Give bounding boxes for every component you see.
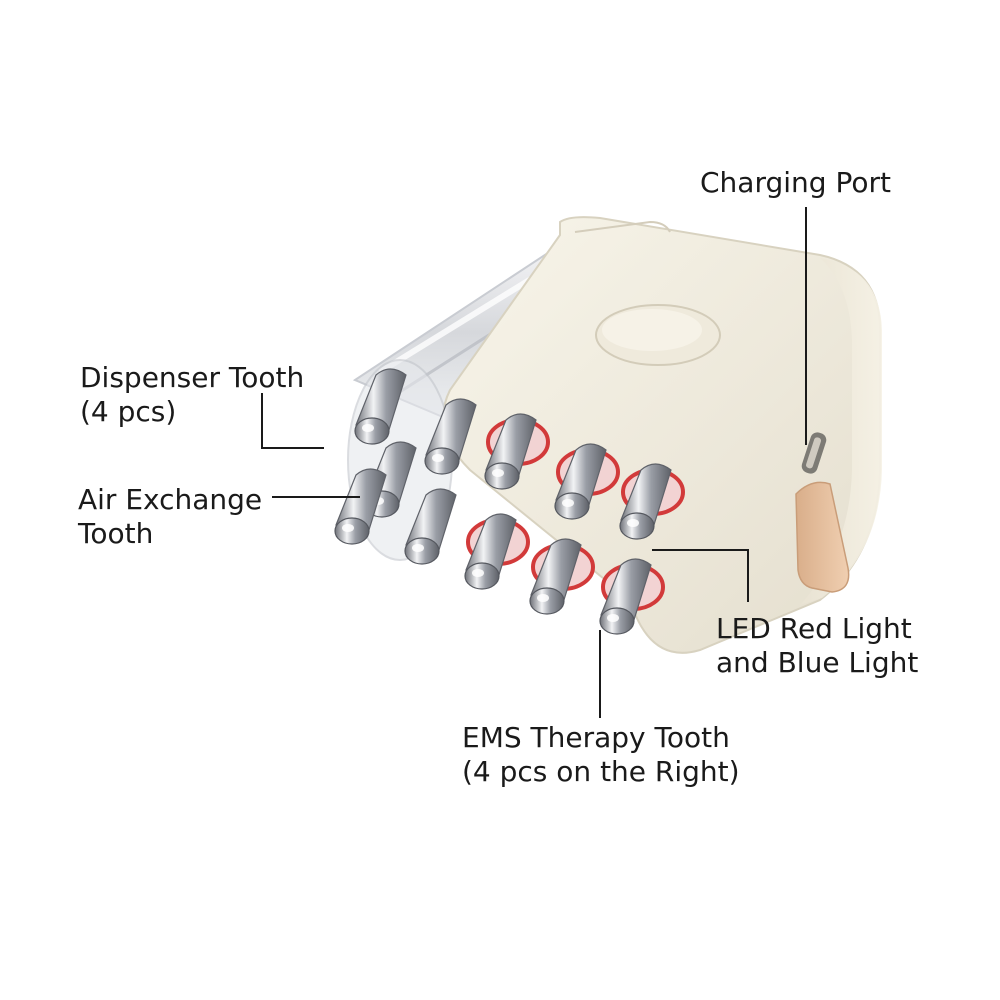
side-clip [795,481,850,593]
charging-port [801,432,827,474]
label-charging-port: Charging Port [700,166,891,199]
dispenser-tooth [404,488,457,565]
power-button [595,304,721,366]
ems-tooth [554,443,620,520]
led-tooth [464,513,530,590]
label-air-exchange-tooth: Air Exchange Tooth [78,483,263,550]
leader-dispenser [261,393,324,449]
ems-tooth [484,413,550,490]
dispenser-tooth [424,398,477,475]
ems-tooth [619,463,685,540]
leader-led [652,549,749,602]
dispenser-tooth [354,368,407,445]
led-tooth [529,538,595,615]
label-led-light: LED Red Light and Blue Light [716,612,919,679]
label-ems-tooth: EMS Therapy Tooth (4 pcs on the Right) [462,721,740,788]
label-dispenser-tooth: Dispenser Tooth (4 pcs) [80,361,305,428]
leader-lines [261,207,807,718]
teeth-group [334,368,685,635]
ems-tooth [599,558,665,635]
dispenser-tooth [334,468,387,545]
